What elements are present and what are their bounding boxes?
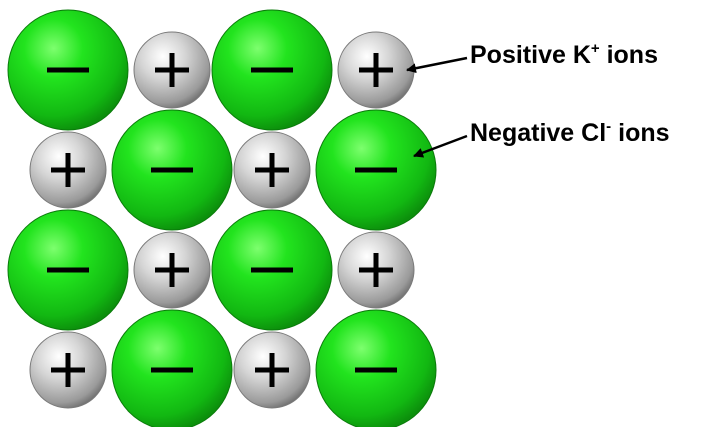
potassium-ion	[337, 31, 415, 109]
potassium-ion	[233, 131, 311, 209]
potassium-ion	[133, 31, 211, 109]
chloride-ion	[211, 209, 333, 331]
plus-sign-icon	[255, 153, 289, 187]
arrow-to-negative-ion	[413, 134, 468, 158]
potassium-ion	[233, 331, 311, 409]
plus-sign-icon	[359, 253, 393, 287]
positive-ions-label: Positive K+ ions	[470, 40, 658, 69]
chloride-ion	[111, 309, 233, 431]
plus-sign-icon	[51, 153, 85, 187]
plus-sign-icon	[155, 53, 189, 87]
potassium-ion	[133, 231, 211, 309]
minus-sign-icon	[151, 367, 193, 373]
minus-sign-icon	[151, 167, 193, 173]
minus-sign-icon	[251, 267, 293, 273]
chloride-ion	[315, 309, 437, 431]
negative-ions-label: Negative Cl- ions	[470, 118, 670, 147]
minus-sign-icon	[355, 167, 397, 173]
potassium-ion	[337, 231, 415, 309]
minus-sign-icon	[251, 67, 293, 73]
potassium-ion	[29, 131, 107, 209]
potassium-ion	[29, 331, 107, 409]
chloride-ion	[111, 109, 233, 231]
minus-sign-icon	[355, 367, 397, 373]
plus-sign-icon	[51, 353, 85, 387]
plus-sign-icon	[155, 253, 189, 287]
chloride-ion	[7, 9, 129, 131]
minus-sign-icon	[47, 267, 89, 273]
ions-layer	[7, 9, 437, 431]
chloride-ion	[7, 209, 129, 331]
minus-sign-icon	[47, 67, 89, 73]
chloride-ion	[211, 9, 333, 131]
plus-sign-icon	[255, 353, 289, 387]
plus-sign-icon	[359, 53, 393, 87]
arrow-to-positive-ion	[406, 56, 468, 74]
chloride-ion	[315, 109, 437, 231]
